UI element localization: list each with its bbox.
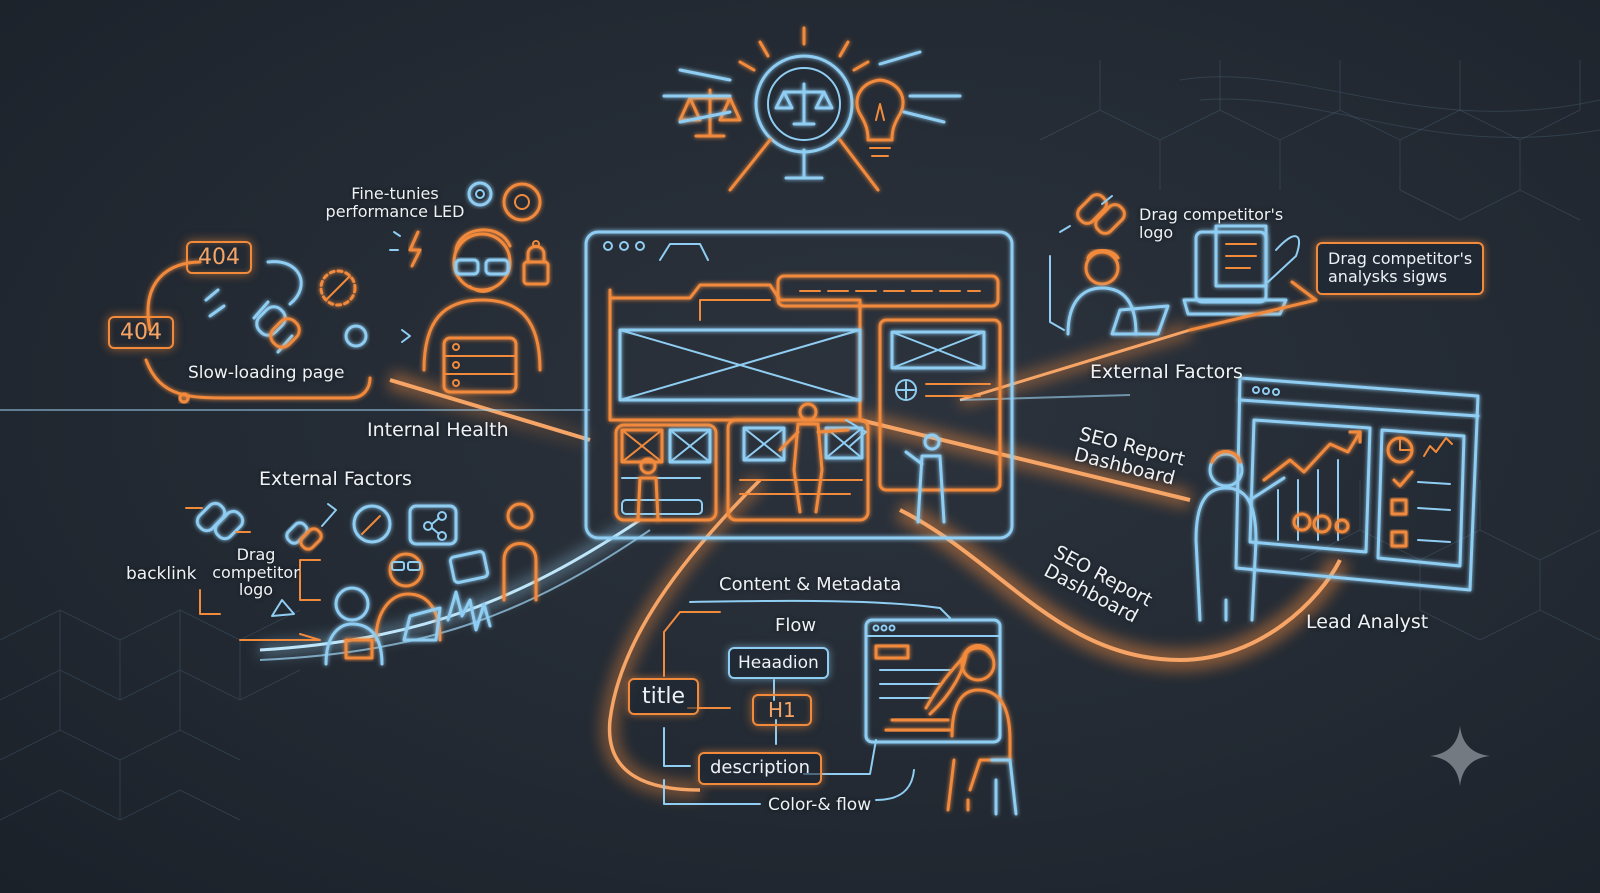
developer-figure	[389, 181, 550, 394]
competitor-cluster	[1049, 193, 1318, 336]
insight-emblem	[662, 26, 962, 192]
broken-link-cluster	[144, 260, 412, 404]
seo-dashboard-screen	[1194, 376, 1480, 622]
heading-node: Heaadion	[728, 647, 829, 679]
content-metadata-label: Content & Metadata	[719, 574, 902, 595]
flow-label: Flow	[775, 615, 817, 636]
backlink-label: backlink	[126, 564, 197, 584]
external-factors-team	[185, 501, 538, 666]
lead-analyst-label: Lead Analyst	[1306, 611, 1429, 633]
drag-competitor-logo-left-label: Drag competitor logo	[212, 545, 300, 600]
external-factors-right-label: External Factors	[1090, 361, 1243, 383]
external-factors-left-label: External Factors	[259, 468, 412, 490]
h1-node: H1	[752, 694, 812, 726]
error-404-left-badge: 404	[108, 316, 174, 349]
analyst-figures-center	[636, 402, 946, 524]
fine-tunes-label: Fine-tunies performance LED	[325, 184, 465, 221]
hex-grid-background	[0, 60, 1600, 821]
competitor-analysis-box: Drag competitor's analysks sigws	[1316, 242, 1485, 295]
sparkle-icon	[1430, 726, 1490, 786]
color-flow-label: Color-& flow	[768, 795, 872, 815]
browser-window	[584, 230, 1014, 540]
title-node: title	[628, 678, 700, 716]
description-node: description	[698, 752, 823, 785]
internal-health-label: Internal Health	[367, 419, 509, 441]
content-metadata-flow	[663, 599, 1018, 816]
drag-competitor-logo-right-label: Drag competitor's logo	[1139, 205, 1284, 242]
slow-loading-label: Slow-loading page	[188, 363, 345, 383]
error-404-top-badge: 404	[186, 241, 252, 274]
